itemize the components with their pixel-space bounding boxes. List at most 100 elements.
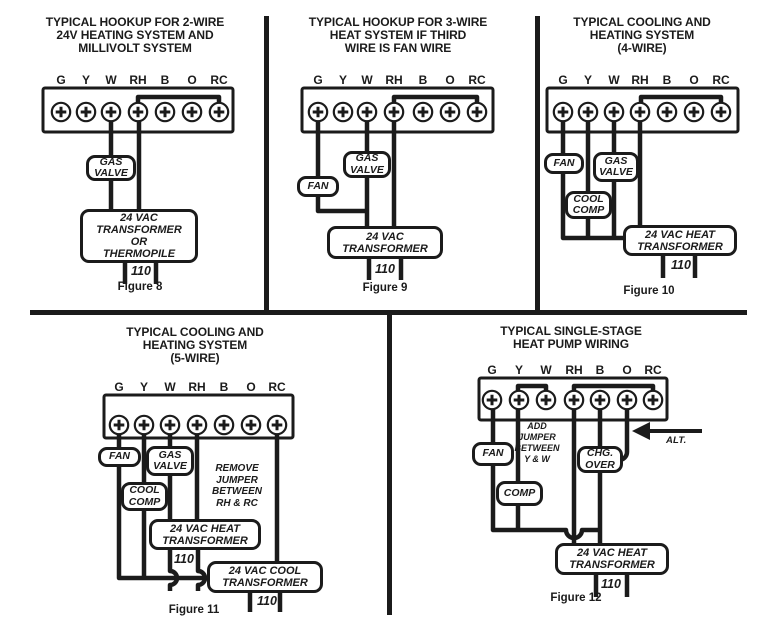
terminal-label: G <box>56 73 65 87</box>
wire-g-fan <box>315 114 367 214</box>
screw-terminal <box>127 101 149 123</box>
terminal-label: RC <box>712 73 730 87</box>
screw-terminal <box>616 389 638 411</box>
divider-horizontal <box>30 310 747 315</box>
screw-terminal <box>100 101 122 123</box>
heat-transformer-box: 24 VAC HEAT TRANSFORMER <box>623 225 737 256</box>
terminal-label: G <box>313 73 322 87</box>
figure-11-title: TYPICAL COOLING AND HEATING SYSTEM (5-WI… <box>126 325 264 365</box>
gas-valve-box: GAS VALVE <box>343 151 391 178</box>
cool-comp-box: COOL COMP <box>565 191 612 219</box>
terminal-label: RH <box>188 380 205 394</box>
cool-transformer-box: 24 VAC COOL TRANSFORMER <box>207 561 323 593</box>
figure-9-diagram: G Y W RH B O RC <box>300 73 495 280</box>
transformer-box: 24 VAC TRANSFORMER <box>327 226 443 259</box>
screw-terminal <box>439 101 461 123</box>
screw-terminal <box>356 101 378 123</box>
power-110-label: 110 <box>671 258 691 272</box>
comp-box: COMP <box>496 481 543 506</box>
figure-8-title: TYPICAL HOOKUP FOR 2-WIRE 24V HEATING SY… <box>45 15 225 55</box>
screw-terminal <box>535 389 557 411</box>
figure-11-diagram: G Y W RH B O RC <box>102 380 295 612</box>
terminal-label: RH <box>129 73 146 87</box>
figure-10-diagram: G Y W RH B O RC <box>545 73 740 278</box>
figure-8-caption: Figure 8 <box>117 281 163 293</box>
figure-9-caption: Figure 9 <box>362 282 408 294</box>
transformer-box: 24 VAC TRANSFORMER OR THERMOPILE <box>80 209 198 263</box>
figure-11-caption: Figure 11 <box>168 604 220 616</box>
terminal-label: Y <box>515 363 523 377</box>
screw-terminal <box>159 414 181 436</box>
screw-terminal <box>186 414 208 436</box>
terminal-label: W <box>164 380 176 394</box>
heat-transformer-box: 24 VAC HEAT TRANSFORMER <box>149 519 261 550</box>
screw-terminal <box>208 101 230 123</box>
screw-terminal <box>383 101 405 123</box>
screw-terminal <box>412 101 434 123</box>
screw-terminal <box>50 101 72 123</box>
power-110-label: 110 <box>257 594 277 608</box>
terminal-label: O <box>246 380 255 394</box>
terminal-label: B <box>419 73 428 87</box>
terminal-label: B <box>596 363 605 377</box>
fan-box: FAN <box>544 153 584 174</box>
wire-g-fan-to-cool-transformer <box>116 427 210 581</box>
screw-terminal <box>466 101 488 123</box>
screw-terminal <box>603 101 625 123</box>
screw-terminal <box>266 414 288 436</box>
screw-terminal <box>710 101 732 123</box>
divider-vertical-2 <box>535 16 540 311</box>
terminal-label: O <box>622 363 631 377</box>
terminal-label: B <box>161 73 170 87</box>
screw-terminal <box>577 101 599 123</box>
terminal-label: W <box>361 73 373 87</box>
alt-arrow-icon <box>632 422 650 440</box>
terminal-label: RH <box>565 363 582 377</box>
terminal-label: O <box>445 73 454 87</box>
divider-vertical-3 <box>387 315 392 615</box>
power-lead-with-hop <box>195 547 208 591</box>
terminal-label: Y <box>584 73 592 87</box>
figure-10-title: TYPICAL COOLING AND HEATING SYSTEM (4-WI… <box>573 15 711 55</box>
changeover-box: CHG. OVER <box>577 446 623 473</box>
figure-8-diagram: G Y W RH B O RC <box>41 73 235 284</box>
screw-terminal <box>508 389 530 411</box>
screw-terminal <box>481 389 503 411</box>
add-jumper-note: ADD JUMPER BETWEEN Y & W <box>514 421 560 464</box>
terminal-label: RH <box>631 73 648 87</box>
cool-comp-box: COOL COMP <box>121 482 168 511</box>
screw-terminal <box>642 389 664 411</box>
power-110-label: 110 <box>131 264 151 278</box>
screw-terminal <box>133 414 155 436</box>
terminal-label: B <box>663 73 672 87</box>
terminal-label: O <box>187 73 196 87</box>
screw-terminal <box>589 389 611 411</box>
terminal-label: RH <box>385 73 402 87</box>
fan-box: FAN <box>98 447 141 467</box>
terminal-label: Y <box>140 380 148 394</box>
terminal-label: Y <box>82 73 90 87</box>
screw-terminal <box>332 101 354 123</box>
terminal-label: RC <box>644 363 662 377</box>
power-110-label: 110 <box>174 552 194 566</box>
screw-terminal <box>552 101 574 123</box>
screw-terminal <box>629 101 651 123</box>
screw-terminal <box>683 101 705 123</box>
power-110-label: 110 <box>601 577 621 591</box>
figure-12-title: TYPICAL SINGLE-STAGE HEAT PUMP WIRING <box>500 324 642 351</box>
terminal-label: W <box>540 363 552 377</box>
terminal-label: RC <box>268 380 286 394</box>
fan-box: FAN <box>297 176 339 197</box>
terminal-label: G <box>114 380 123 394</box>
screw-terminal <box>307 101 329 123</box>
terminal-label: W <box>608 73 620 87</box>
terminal-label: O <box>689 73 698 87</box>
terminal-label: G <box>487 363 496 377</box>
figure-12-caption: Figure 12 <box>550 592 602 604</box>
figure-10-caption: Figure 10 <box>623 285 675 297</box>
terminal-label: W <box>105 73 117 87</box>
screw-terminal <box>656 101 678 123</box>
divider-vertical-1 <box>264 16 269 311</box>
figure-9-title: TYPICAL HOOKUP FOR 3-WIRE HEAT SYSTEM IF… <box>308 15 488 55</box>
